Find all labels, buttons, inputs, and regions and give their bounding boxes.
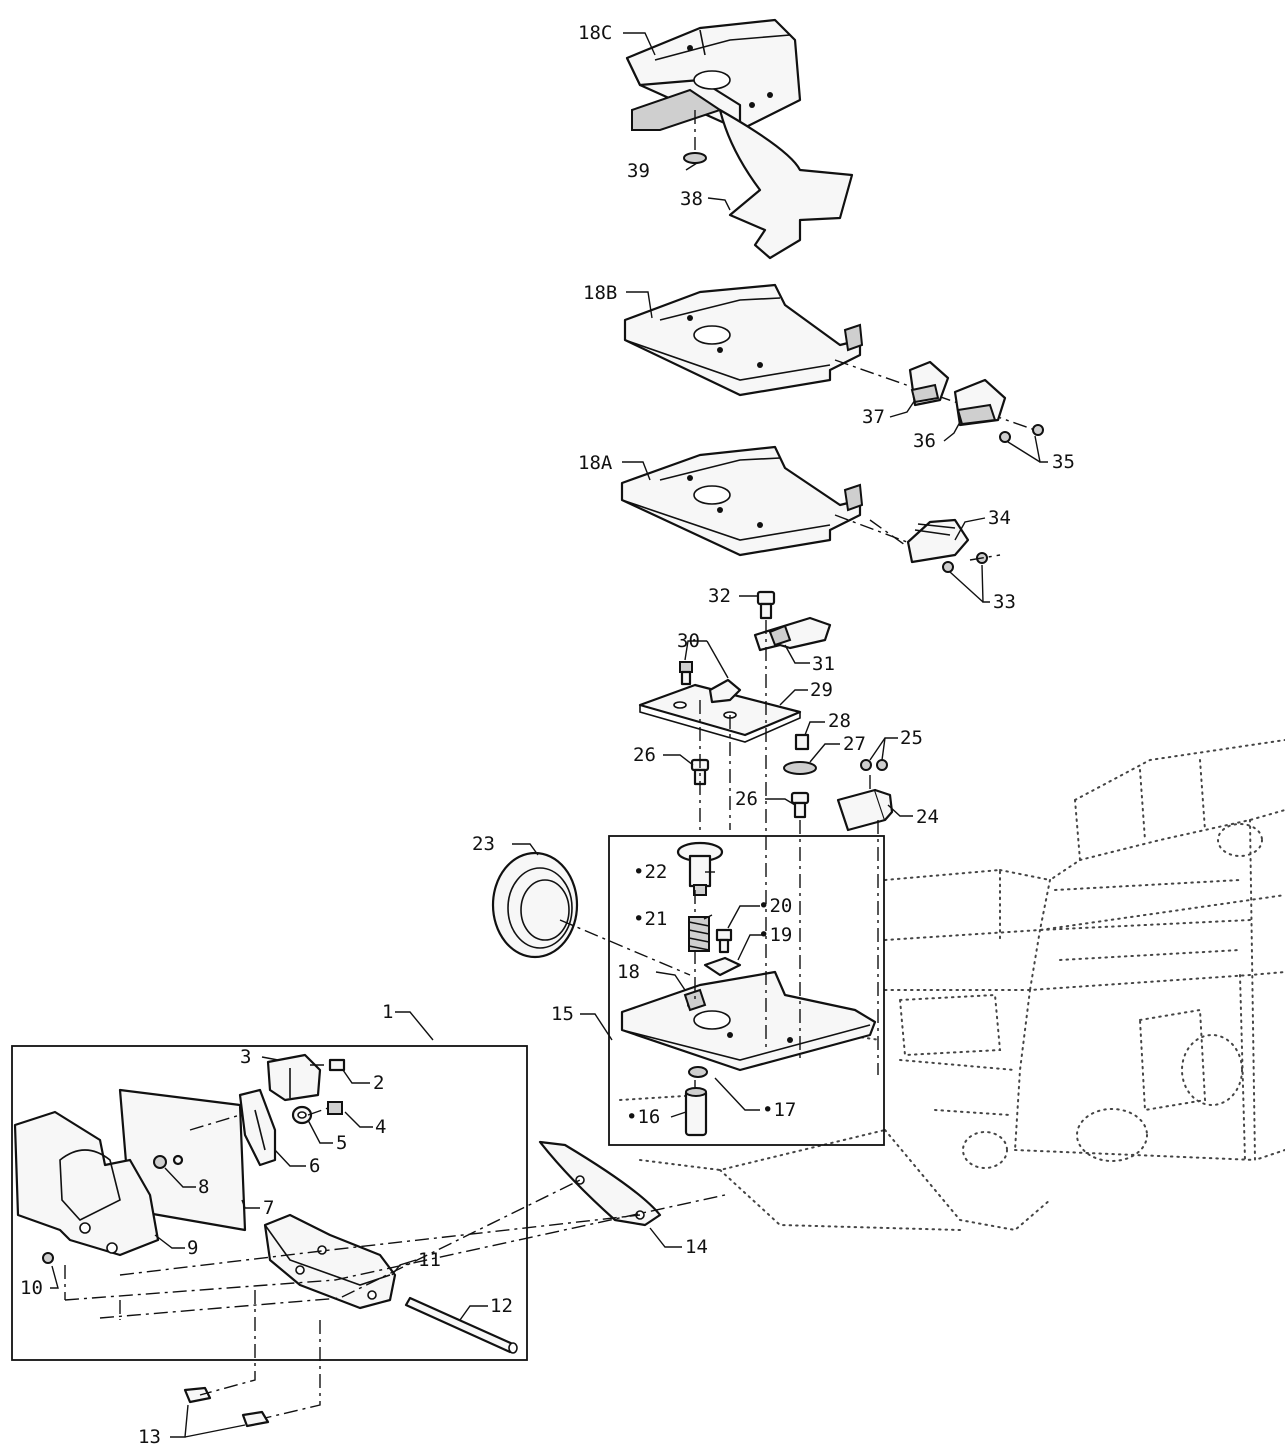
- label-6: 6: [309, 1155, 320, 1177]
- label-36: 36: [913, 430, 936, 452]
- label-15: 15: [551, 1003, 574, 1025]
- part-11-body: [263, 1213, 397, 1310]
- part-32-screw: [756, 590, 776, 620]
- label-32: 32: [708, 585, 731, 607]
- label-14: 14: [685, 1236, 708, 1258]
- part-23-cap: [491, 851, 691, 976]
- part-31-clamp: [753, 616, 832, 652]
- part-18c-plate: [625, 18, 802, 132]
- detail-box-1: [11, 1045, 528, 1361]
- label-35: 35: [1052, 451, 1075, 473]
- part-29-plate: [638, 683, 802, 743]
- label-26-lower: 26: [735, 788, 758, 810]
- label-18a: 18A: [578, 452, 613, 474]
- label-18: 18: [617, 961, 640, 983]
- part-3-block: [266, 1053, 322, 1102]
- part-35-screws: [999, 424, 1044, 443]
- part-24-bracket: [836, 788, 894, 832]
- label-30: 30: [677, 630, 700, 652]
- part-10-screw: [42, 1252, 54, 1264]
- part-20-screw: [715, 928, 733, 954]
- label-16: •16: [626, 1106, 660, 1128]
- detail-box-15: [608, 835, 885, 1146]
- part-13-screws: [183, 1386, 270, 1428]
- label-24: 24: [916, 806, 939, 828]
- part-21-spring: [688, 916, 710, 952]
- label-1: 1: [382, 1001, 393, 1023]
- label-33: 33: [993, 591, 1016, 613]
- label-28: 28: [828, 710, 851, 732]
- part-18a-plate: [620, 445, 916, 557]
- part-33-screws: [942, 552, 988, 573]
- part-19-washer: [703, 956, 742, 977]
- part-5-washer: [291, 1105, 313, 1125]
- part-17-spring: [688, 1066, 708, 1078]
- label-39: 39: [627, 160, 650, 182]
- label-18c: 18C: [578, 22, 612, 44]
- label-4: 4: [375, 1116, 386, 1138]
- label-21: •21: [633, 908, 667, 930]
- leader-lines: [50, 32, 1048, 1438]
- part-38-cover: [718, 108, 854, 260]
- label-17: •17: [762, 1099, 796, 1121]
- label-2: 2: [373, 1072, 384, 1094]
- label-27: 27: [843, 733, 866, 755]
- label-3: 3: [240, 1046, 251, 1068]
- label-13: 13: [138, 1426, 161, 1448]
- part-18-base-plate: [620, 970, 877, 1072]
- label-20: •20: [758, 895, 792, 917]
- part-14-blade: [538, 1140, 662, 1227]
- label-38: 38: [680, 188, 703, 210]
- part-28-screw: [794, 733, 810, 751]
- label-10: 10: [20, 1277, 43, 1299]
- part-34-latch: [906, 518, 970, 564]
- part-36-latch: [953, 378, 1007, 427]
- part-16-pin: [684, 1087, 708, 1137]
- label-7: 7: [263, 1197, 274, 1219]
- label-19: •19: [758, 924, 792, 946]
- label-37: 37: [862, 406, 885, 428]
- part-2-screw: [328, 1058, 346, 1072]
- part-39-washer: [683, 110, 707, 164]
- label-22: •22: [633, 861, 667, 883]
- label-23: 23: [472, 833, 495, 855]
- label-9: 9: [187, 1237, 198, 1259]
- label-31: 31: [812, 653, 835, 675]
- part-30-screws: [679, 661, 742, 704]
- label-25: 25: [900, 727, 923, 749]
- label-29: 29: [810, 679, 833, 701]
- part-6-bracket: [238, 1088, 277, 1167]
- label-18b: 18B: [583, 282, 617, 304]
- label-34: 34: [988, 507, 1011, 529]
- label-11: 11: [418, 1249, 441, 1271]
- label-5: 5: [336, 1132, 347, 1154]
- part-22-knob: [676, 841, 724, 896]
- part-37-latch: [908, 360, 950, 407]
- label-26-upper: 26: [633, 744, 656, 766]
- part-27-washer: [783, 761, 817, 775]
- callout-labels: 18C 39 38 18B 37 36 35 18A 34 33 32 30 3…: [20, 22, 1075, 1448]
- label-8: 8: [198, 1176, 209, 1198]
- machine-body-outline: [619, 739, 1285, 1232]
- part-26-screw-right: [790, 791, 810, 819]
- part-12-shaft: [404, 1296, 518, 1354]
- part-25-screws: [860, 759, 888, 771]
- part-8-nut: [153, 1154, 184, 1169]
- part-4-screw: [327, 1101, 343, 1115]
- label-12: 12: [490, 1295, 513, 1317]
- part-9-frame: [13, 1110, 160, 1257]
- center-lines: [64, 519, 1001, 1419]
- part-18b-plate: [623, 283, 1036, 431]
